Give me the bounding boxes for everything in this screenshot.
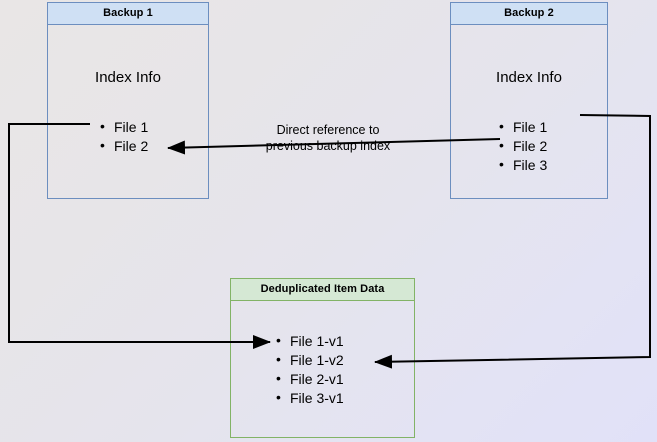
deduplicated-file-list: File 1-v1 File 1-v2 File 2-v1 File 3-v1 — [276, 331, 344, 408]
list-item: File 1-v1 — [276, 331, 344, 351]
direct-reference-label-line-1: Direct reference to — [276, 123, 380, 137]
backup-2-index-info-label: Index Info — [496, 69, 562, 86]
backup-1-file-list: File 1 File 2 — [100, 117, 148, 156]
backup-2-header: Backup 2 — [451, 3, 607, 25]
backup-1-header: Backup 1 — [48, 3, 208, 25]
deduplicated-item-data-box: Deduplicated Item Data File 1-v1 File 1-… — [230, 278, 415, 438]
list-item: File 3-v1 — [276, 388, 344, 408]
list-item: File 1-v2 — [276, 350, 344, 370]
backup-1-box: Backup 1 Index Info File 1 File 2 — [47, 2, 209, 199]
backup-1-body: Index Info File 1 File 2 — [48, 25, 208, 198]
backup-2-box: Backup 2 Index Info File 1 File 2 File 3 — [450, 2, 608, 199]
list-item: File 1 — [100, 117, 148, 137]
direct-reference-label: Direct reference to previous backup inde… — [240, 122, 416, 154]
backup-1-index-info-label: Index Info — [95, 69, 161, 86]
list-item: File 2-v1 — [276, 369, 344, 389]
list-item: File 2 — [100, 136, 148, 156]
direct-reference-label-line-2: previous backup index — [265, 139, 391, 153]
list-item: File 3 — [499, 155, 547, 175]
backup-2-body: Index Info File 1 File 2 File 3 — [451, 25, 607, 198]
deduplicated-item-data-header: Deduplicated Item Data — [231, 279, 414, 301]
deduplicated-item-data-body: File 1-v1 File 1-v2 File 2-v1 File 3-v1 — [231, 301, 414, 437]
backup-2-file-list: File 1 File 2 File 3 — [499, 117, 547, 175]
list-item: File 2 — [499, 136, 547, 156]
list-item: File 1 — [499, 117, 547, 137]
